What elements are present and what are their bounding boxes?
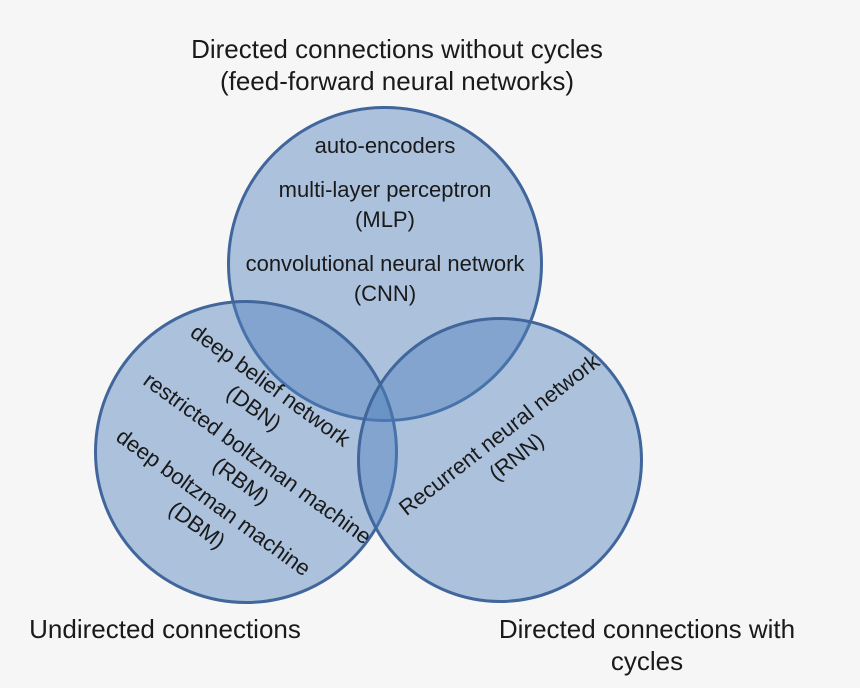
entry-auto-encoders: auto-encoders [227, 131, 543, 161]
top-circle-caption: Directed connections without cycles (fee… [97, 33, 697, 97]
top-caption-line1: Directed connections without cycles [191, 34, 603, 64]
undirected-circle [94, 300, 398, 604]
directed-cycles-circle [357, 317, 643, 603]
entry-name: convolutional neural network [245, 251, 525, 276]
directed-cycles-caption: Directed connections with cycles [498, 614, 796, 676]
entry-abbr: (CNN) [353, 281, 417, 306]
entry-mlp: multi-layer perceptron (MLP) [227, 175, 543, 235]
undirected-caption: Undirected connections [29, 614, 301, 644]
entry-name: multi-layer perceptron [278, 177, 492, 202]
top-caption-line2: (feed-forward neural networks) [219, 66, 575, 96]
entry-name: auto-encoders [314, 133, 456, 158]
entry-abbr: (MLP) [355, 207, 415, 232]
feed-forward-entries: auto-encoders multi-layer perceptron (ML… [227, 131, 543, 323]
entry-cnn: convolutional neural network (CNN) [227, 249, 543, 309]
